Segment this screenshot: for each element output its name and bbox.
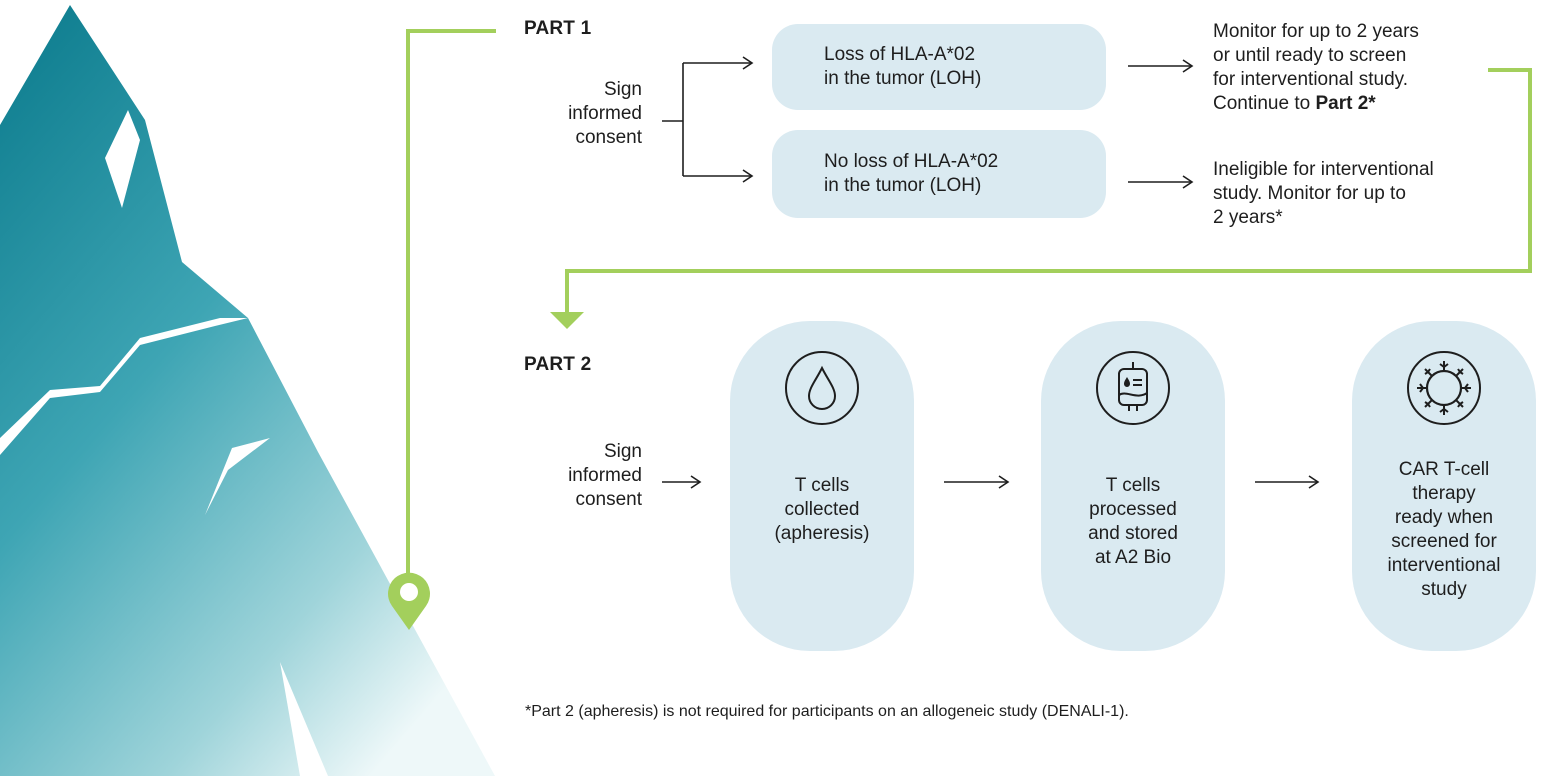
outcome-loss: Monitor for up to 2 years or until ready… <box>1213 20 1513 116</box>
outcome-no-loss: Ineligible for interventional study. Mon… <box>1213 159 1434 228</box>
outcome-loss-bold: Part 2* <box>1315 93 1376 114</box>
arrow-step2-step3-head <box>1308 475 1320 489</box>
arrow-loss-outcome-head <box>1182 59 1194 73</box>
branch-loss-label: Loss of HLA-A*02 in the tumor (LOH) <box>824 44 982 89</box>
droplet-icon <box>782 348 862 428</box>
step-card-apheresis: T cells collected (apheresis) <box>730 321 914 651</box>
arrow-noloss-outcome-head <box>1182 175 1194 189</box>
step-card-processed: T cells processed and stored at A2 Bio <box>1041 321 1225 651</box>
bracket-top-arrowhead <box>742 56 754 70</box>
branch-no-loss-label: No loss of HLA-A*02 in the tumor (LOH) <box>824 151 999 196</box>
part1-title: PART 1 <box>524 18 592 39</box>
outcome-loss-text: Monitor for up to 2 years or until ready… <box>1213 21 1419 114</box>
mountain-snow-crack-4 <box>280 662 328 776</box>
footnote: *Part 2 (apheresis) is not required for … <box>525 703 1129 720</box>
mountain-illustration <box>0 5 495 776</box>
branch-loss-box: Loss of HLA-A*02 in the tumor (LOH) <box>772 24 1106 110</box>
part2-title: PART 2 <box>524 354 592 375</box>
step-card-therapy: CAR T-cell therapy ready when screened f… <box>1352 321 1536 651</box>
part1-to-part2-connector <box>565 68 1532 312</box>
step-label-apheresis: T cells collected (apheresis) <box>774 475 870 544</box>
snowflake-ring-icon <box>1404 348 1484 428</box>
iv-bag-icon <box>1093 348 1173 428</box>
part1-consent-label: Sign informed consent <box>568 79 642 148</box>
step-label-processed: T cells processed and stored at A2 Bio <box>1088 475 1178 568</box>
timeline-line <box>406 29 496 580</box>
arrow-step1-step2-head <box>998 475 1010 489</box>
mountain-snow-crack-1 <box>105 110 140 208</box>
part2-arrowhead <box>550 312 584 329</box>
part2-consent-label: Sign informed consent <box>568 441 642 510</box>
location-pin-icon <box>388 572 430 630</box>
branch-no-loss-box: No loss of HLA-A*02 in the tumor (LOH) <box>772 130 1106 218</box>
bracket-bottom-arrowhead <box>742 169 754 183</box>
step-label-therapy: CAR T-cell therapy ready when screened f… <box>1387 459 1501 600</box>
mountain-snow-crack-3 <box>205 438 270 515</box>
arrow-consent-step1-head <box>690 475 702 489</box>
